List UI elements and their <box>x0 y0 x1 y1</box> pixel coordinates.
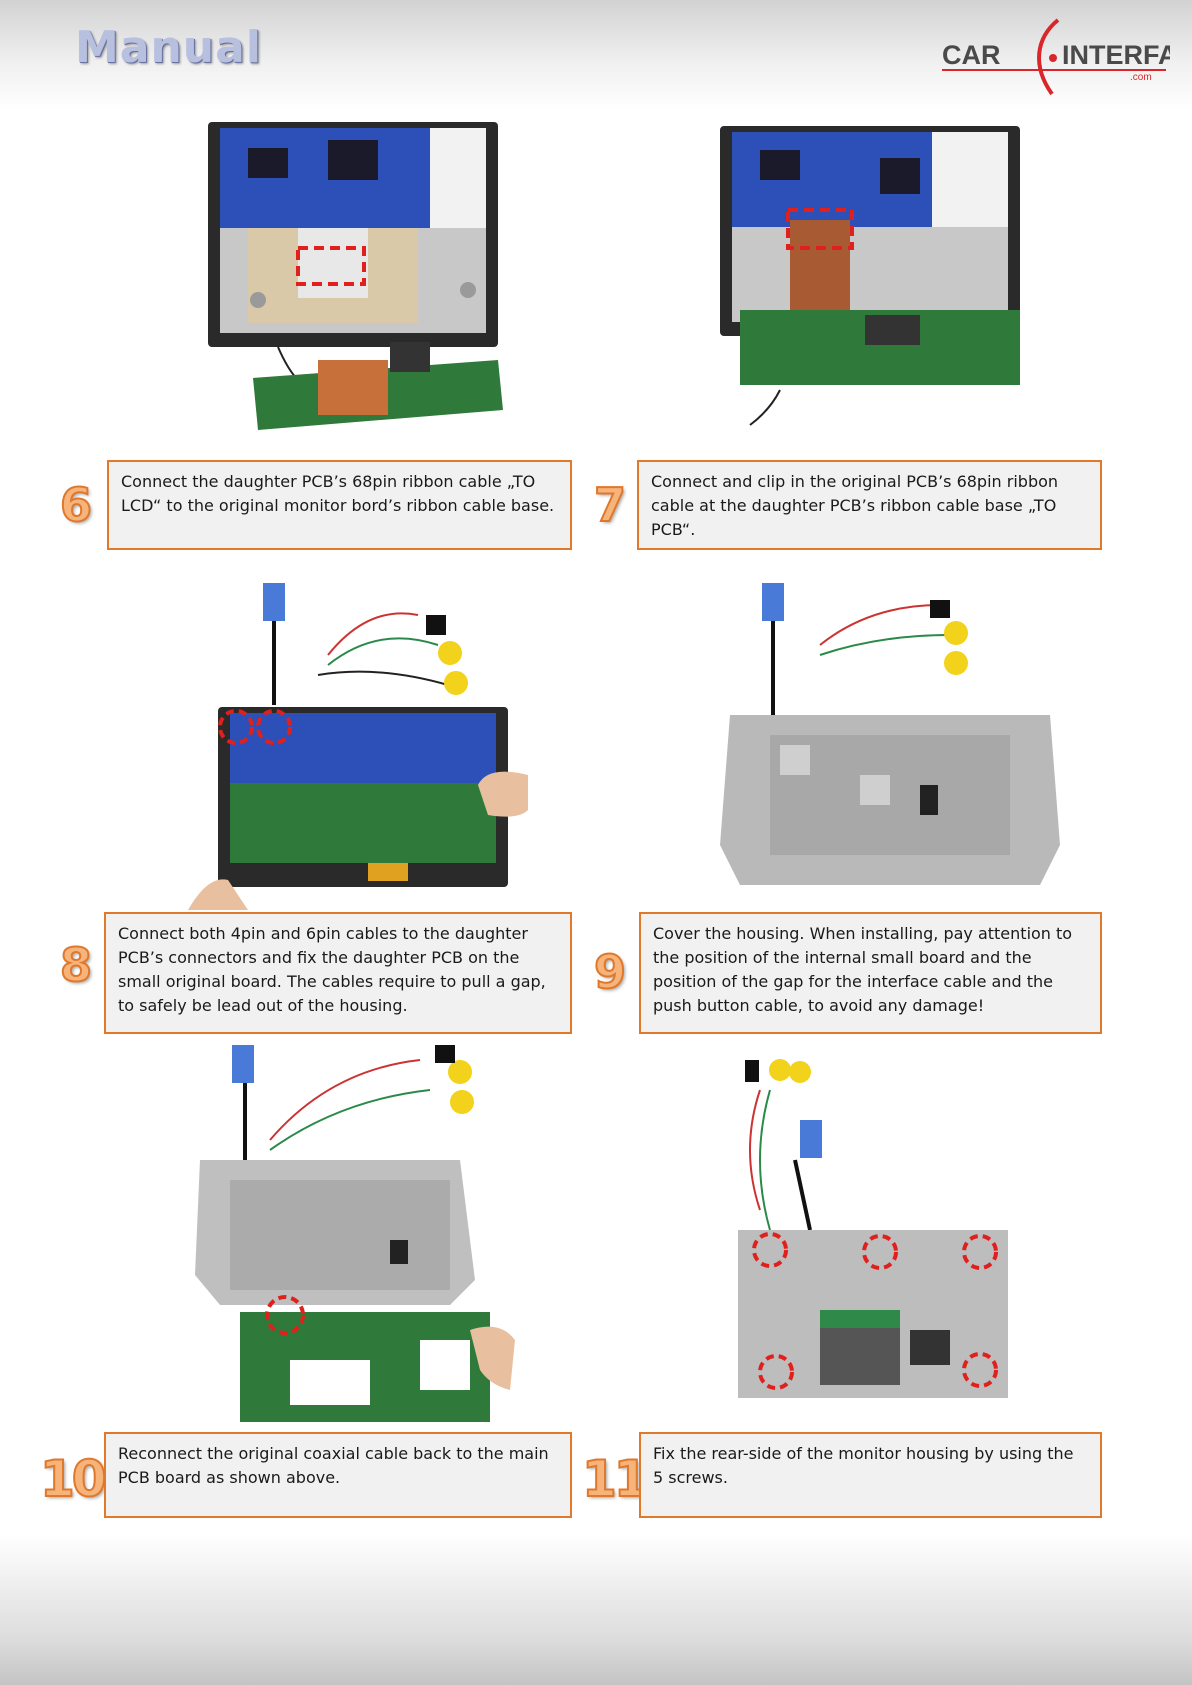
step-10-instruction: Reconnect the original coaxial cable bac… <box>104 1432 572 1518</box>
step-11-instruction: Fix the rear-side of the monitor housing… <box>639 1432 1102 1518</box>
step-9-instruction: Cover the housing. When installing, pay … <box>639 912 1102 1034</box>
step-8-text: Connect both 4pin and 6pin cables to the… <box>118 924 546 1015</box>
svg-text:.com: .com <box>1130 72 1152 83</box>
step-number-11: 11 <box>581 1449 650 1509</box>
photo-step-7 <box>700 110 1070 450</box>
photo-step-6 <box>178 110 548 450</box>
step-10-text: Reconnect the original coaxial cable bac… <box>118 1444 549 1487</box>
car-interface-logo: CAR INTERFACE .com <box>942 18 1170 96</box>
step-9-text: Cover the housing. When installing, pay … <box>653 924 1073 1015</box>
footer-band <box>0 1535 1192 1685</box>
step-number-9: 9 <box>593 944 627 1000</box>
svg-text:CAR: CAR <box>942 40 1001 70</box>
svg-text:INTERFACE: INTERFACE <box>1062 40 1170 70</box>
photo-step-11 <box>700 1050 1040 1415</box>
photo-step-8 <box>188 575 528 910</box>
step-6-instruction: Connect the daughter PCB’s 68pin ribbon … <box>107 460 572 550</box>
step-number-10: 10 <box>39 1449 108 1509</box>
page-title: Manual <box>75 22 262 73</box>
step-number-7: 7 <box>593 477 627 533</box>
step-number-6: 6 <box>59 477 93 533</box>
step-number-8: 8 <box>59 937 93 993</box>
step-8-instruction: Connect both 4pin and 6pin cables to the… <box>104 912 572 1034</box>
photo-step-10 <box>160 1040 520 1425</box>
header-band <box>0 0 1192 110</box>
step-7-instruction: Connect and clip in the original PCB’s 6… <box>637 460 1102 550</box>
step-11-text: Fix the rear-side of the monitor housing… <box>653 1444 1074 1487</box>
step-6-text: Connect the daughter PCB’s 68pin ribbon … <box>121 472 555 515</box>
photo-step-9 <box>710 575 1070 895</box>
step-7-text: Connect and clip in the original PCB’s 6… <box>651 472 1059 539</box>
